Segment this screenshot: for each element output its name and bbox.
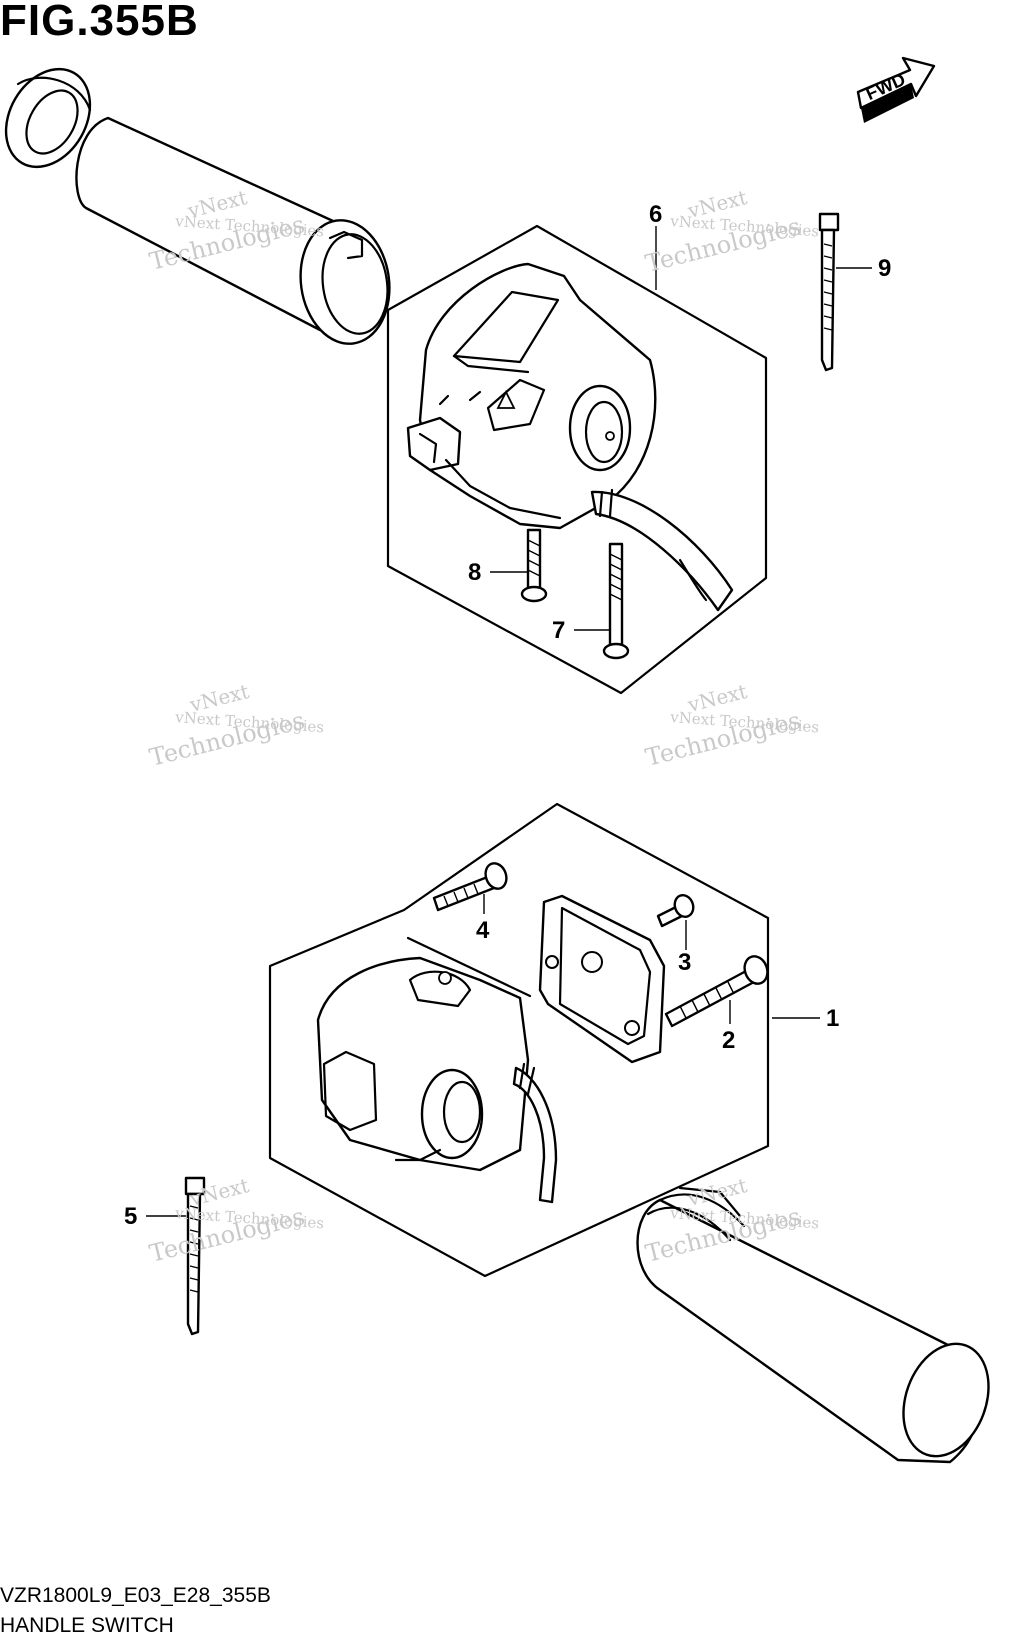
screw-4 bbox=[432, 862, 508, 912]
watermark-4: vNext Technologies vNext Technologies bbox=[643, 679, 820, 772]
callout-3: 3 bbox=[678, 949, 691, 976]
right-grip bbox=[636, 1186, 990, 1464]
screw-2 bbox=[664, 955, 769, 1028]
screw-7 bbox=[602, 542, 630, 660]
figure-code: VZR1800L9_E03_E28_355B bbox=[0, 1584, 271, 1607]
upper-switch-assembly-box bbox=[386, 224, 768, 695]
watermark-2: vNext Technologies vNext Technologies bbox=[643, 185, 820, 278]
cable-tie-9 bbox=[818, 212, 840, 372]
callout-4: 4 bbox=[476, 917, 490, 944]
watermark-5: vNext Technologies vNext Technologies bbox=[147, 1173, 325, 1268]
figure-title: FIG.355B bbox=[0, 0, 199, 45]
fwd-arrow-icon: FWD bbox=[856, 56, 936, 123]
callout-6: 6 bbox=[649, 201, 662, 228]
callout-1: 1 bbox=[826, 1005, 839, 1032]
callout-8: 8 bbox=[468, 559, 481, 586]
callout-9: 9 bbox=[878, 255, 891, 282]
lower-switch-housing bbox=[316, 936, 558, 1204]
lower-switch-bracket bbox=[538, 894, 666, 1064]
callout-2: 2 bbox=[722, 1027, 735, 1054]
cable-tie-5 bbox=[184, 1176, 206, 1336]
lower-switch-assembly-box bbox=[268, 802, 770, 1278]
callout-7: 7 bbox=[552, 617, 565, 644]
screw-8 bbox=[520, 528, 548, 603]
watermark-3: vNext Technologies vNext Technologies bbox=[147, 679, 325, 772]
screw-3 bbox=[656, 894, 695, 928]
leader-lines bbox=[146, 226, 872, 1217]
left-grip bbox=[4, 67, 391, 345]
callout-5: 5 bbox=[124, 1203, 137, 1230]
figure-name: HANDLE SWITCH bbox=[0, 1614, 174, 1637]
upper-switch-housing bbox=[406, 262, 734, 612]
